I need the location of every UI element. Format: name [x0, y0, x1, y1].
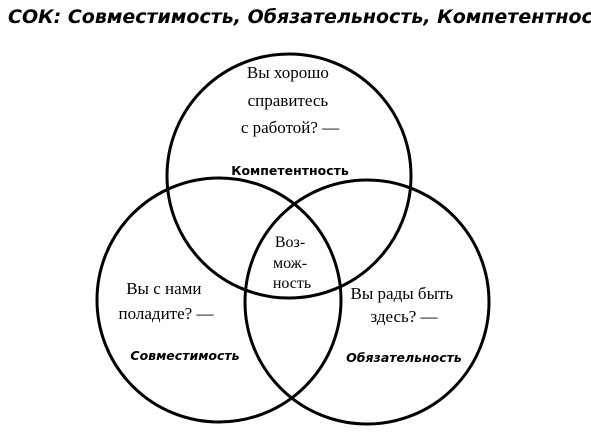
compatibility-question-line: Вы с нами — [126, 279, 201, 298]
center-label-line: мож- — [273, 255, 307, 272]
commitment-question-line: здесь? — — [370, 307, 438, 326]
circle-compatibility — [95, 176, 343, 424]
circle-commitment — [243, 178, 491, 426]
commitment-question: Вы рады быть здесь? — — [351, 284, 458, 326]
competence-question-line: с работой? — — [241, 118, 340, 137]
center-label-line: ность — [273, 275, 311, 292]
commitment-question-line: Вы рады быть — [351, 284, 454, 303]
circle-competence — [165, 52, 413, 300]
compatibility-label: Совместимость — [130, 348, 239, 363]
compatibility-question: Вы с нами поладите? — — [119, 279, 215, 323]
diagram-title: СОК: Совместимость, Обязательность, Комп… — [8, 6, 591, 28]
center-label-line: Воз- — [275, 234, 305, 251]
competence-label: Компетентность — [231, 163, 349, 178]
competence-question-line: справитесь — [248, 91, 329, 110]
competence-question-line: Вы хорошо — [247, 63, 329, 82]
commitment-label: Обязательность — [346, 350, 462, 365]
competence-question: Вы хорошо справитесь с работой? — — [241, 63, 340, 137]
compatibility-question-line: поладите? — — [119, 304, 215, 323]
center-label: Воз- мож- ность — [273, 234, 311, 292]
